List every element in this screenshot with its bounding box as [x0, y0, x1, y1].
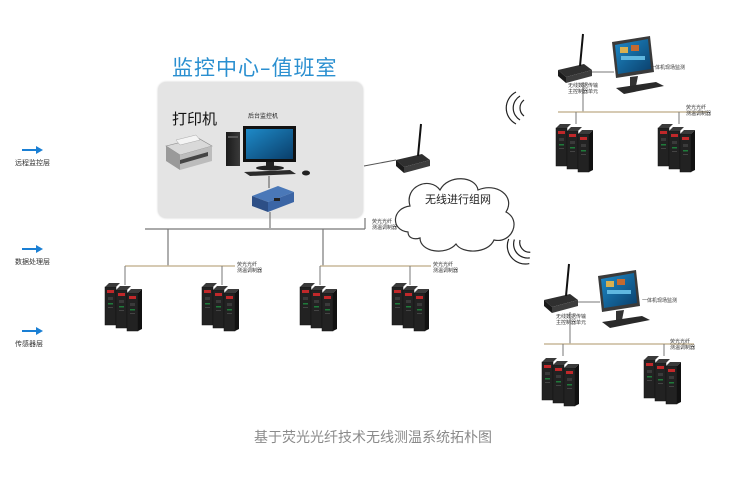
- right-top-monitor-label: 一体机现场监测: [650, 65, 686, 71]
- right-top-cluster-1: [556, 124, 593, 172]
- media-converter-icon: [252, 186, 294, 212]
- diagram-title: 监控中心–值班室: [172, 56, 338, 80]
- group-1-label: 荧光光纤测温调制器: [237, 262, 263, 274]
- layer-label-data: 数据处理层: [15, 258, 50, 266]
- remote-layer-arrow-icon: [22, 146, 43, 154]
- diagram-caption: 基于荧光光纤技术无线测温系统拓朴图: [254, 430, 492, 446]
- sensing-layer-arrow-icon: [22, 327, 43, 335]
- cloud-label: 无线进行组网: [425, 193, 491, 206]
- right-top-modem-icon: [557, 33, 593, 84]
- printer-label: 打印机: [172, 110, 218, 128]
- right-top-hub-label: 荧光光纤测温调制器: [686, 105, 712, 117]
- right-top-cluster-2: [658, 124, 695, 172]
- server-pc-icon: [226, 126, 310, 176]
- layer-label-remote: 远程监控层: [15, 159, 50, 167]
- printer-icon: [165, 134, 213, 170]
- sensor-cluster-1: [105, 283, 142, 331]
- wireless-cloud-icon: [394, 178, 515, 252]
- layer-label-sensing: 传感器层: [15, 340, 43, 348]
- right-bottom-monitor-label: 一体机现场监测: [642, 298, 678, 304]
- main-wireless-modem-icon: [395, 123, 431, 174]
- sensor-cluster-2: [202, 283, 239, 331]
- signal-wave-top-icon: [505, 91, 525, 125]
- right-bottom-cluster-1: [542, 358, 579, 406]
- hub-main-label: 荧光光纤测温调制器: [372, 219, 398, 231]
- sensor-cluster-4: [392, 283, 429, 331]
- group-2-label: 荧光光纤测温调制器: [433, 262, 459, 274]
- right-bottom-hub-label: 荧光光纤测温调制器: [670, 339, 696, 351]
- server-label: 后台监控机: [248, 113, 279, 120]
- signal-wave-bottom-icon: [500, 233, 537, 271]
- right-bottom-modem-icon: [543, 263, 579, 314]
- right-bottom-modem-label: 无线数据传输主控制器单元: [556, 314, 587, 326]
- right-bottom-cluster-2: [644, 356, 681, 404]
- sensor-cluster-3: [300, 283, 337, 331]
- data-layer-arrow-icon: [22, 245, 43, 253]
- right-top-modem-label: 无线数据传输主控制器单元: [568, 83, 599, 95]
